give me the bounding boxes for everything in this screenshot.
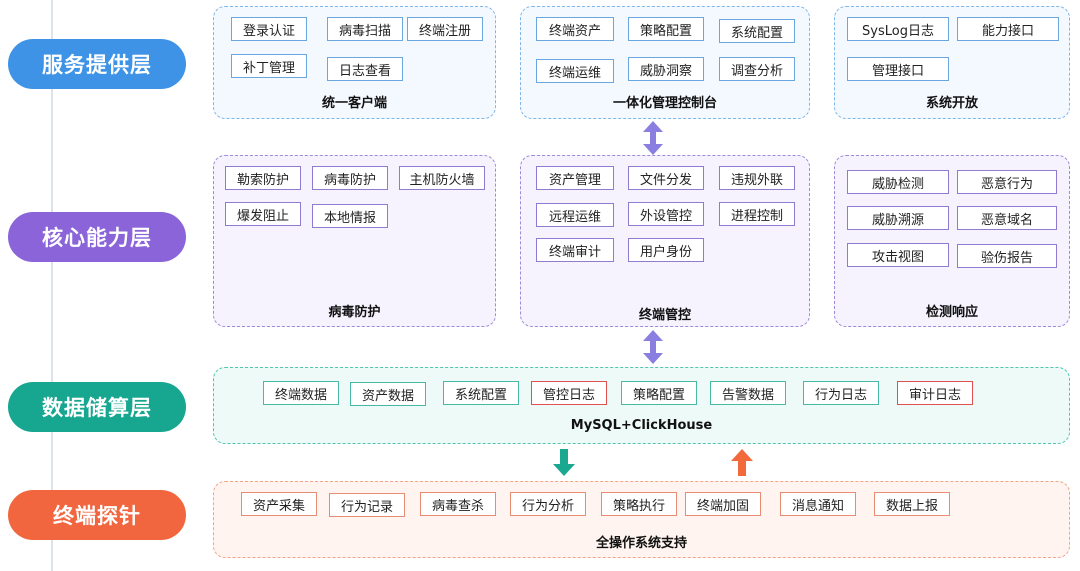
tag-terminal-data: 终端数据 — [263, 381, 339, 405]
tag-terminal-harden: 终端加固 — [685, 492, 761, 516]
tag-virus-kill: 病毒查杀 — [420, 492, 496, 516]
tag-behavior-record: 行为记录 — [329, 493, 405, 517]
terminal-control-box: 资产管理 文件分发 违规外联 远程运维 外设管控 进程控制 终端审计 用户身份 … — [520, 155, 810, 327]
tag-virus-scan: 病毒扫描 — [327, 17, 403, 41]
tag-threat-trace: 威胁溯源 — [847, 206, 949, 230]
tag-data-report: 数据上报 — [874, 492, 950, 516]
tag-host-firewall: 主机防火墙 — [399, 166, 485, 190]
up-arrow-probe-data-icon — [731, 449, 753, 476]
tag-syslog: SysLog日志 — [847, 17, 949, 41]
tag-local-intel: 本地情报 — [312, 204, 388, 228]
probe-layer-label: 终端探针 — [8, 490, 186, 540]
tag-asset-manage: 资产管理 — [536, 166, 614, 190]
tag-message-notify: 消息通知 — [780, 492, 856, 516]
tag-peripheral-control: 外设管控 — [628, 202, 704, 226]
tag-threat-insight: 威胁洞察 — [628, 57, 704, 81]
tag-audit-log: 审计日志 — [897, 381, 973, 405]
tag-threat-detect: 威胁检测 — [847, 170, 949, 194]
tag-control-log: 管控日志 — [531, 381, 607, 405]
tag-log-view: 日志查看 — [327, 57, 403, 81]
virus-protection-title: 病毒防护 — [328, 305, 381, 320]
tag-attack-view: 攻击视图 — [847, 243, 949, 267]
tag-policy-exec: 策略执行 — [601, 492, 677, 516]
tag-terminal-register: 终端注册 — [407, 17, 483, 41]
tag-data-system-config: 系统配置 — [443, 381, 519, 405]
tag-terminal-audit: 终端审计 — [536, 238, 614, 262]
tag-behavior-analysis: 行为分析 — [510, 492, 586, 516]
double-arrow-core-data-icon — [643, 330, 663, 364]
detect-response-box: 威胁检测 恶意行为 威胁溯源 恶意域名 攻击视图 验伤报告 检测响应 — [834, 155, 1070, 327]
timeline-axis — [51, 0, 53, 571]
terminal-probe-title: 全操作系统支持 — [595, 536, 687, 551]
tag-investigation: 调查分析 — [719, 57, 795, 81]
tag-data-policy-config: 策略配置 — [621, 381, 697, 405]
core-layer-label: 核心能力层 — [8, 212, 186, 262]
tag-policy-config: 策略配置 — [628, 17, 704, 41]
data-layer-label: 数据储算层 — [8, 382, 186, 432]
virus-protection-box: 勒索防护 病毒防护 主机防火墙 爆发阻止 本地情报 病毒防护 — [213, 155, 496, 327]
tag-asset-data: 资产数据 — [350, 382, 426, 406]
unified-client-box: 登录认证 病毒扫描 终端注册 补丁管理 日志查看 统一客户端 — [213, 6, 496, 119]
tag-damage-report: 验伤报告 — [957, 244, 1057, 268]
service-layer-label: 服务提供层 — [8, 39, 186, 89]
tag-patch-manage: 补丁管理 — [231, 54, 307, 78]
tag-terminal-asset: 终端资产 — [536, 17, 614, 41]
unified-client-title: 统一客户端 — [321, 96, 387, 111]
data-storage-title: MySQL+ClickHouse — [570, 418, 713, 433]
tag-malicious-domain: 恶意域名 — [957, 206, 1057, 230]
tag-system-config: 系统配置 — [719, 19, 795, 43]
tag-behavior-log: 行为日志 — [803, 381, 879, 405]
tag-alert-data: 告警数据 — [710, 381, 786, 405]
tag-ransom-protect: 勒索防护 — [225, 166, 301, 190]
terminal-probe-box: 资产采集 行为记录 病毒查杀 行为分析 策略执行 终端加固 消息通知 数据上报 … — [213, 481, 1070, 558]
management-console-title: 一体化管理控制台 — [612, 96, 717, 111]
tag-user-identity: 用户身份 — [628, 238, 704, 262]
management-console-box: 终端资产 策略配置 系统配置 终端运维 威胁洞察 调查分析 一体化管理控制台 — [520, 6, 810, 119]
system-open-title: 系统开放 — [925, 96, 978, 111]
tag-remote-ops: 远程运维 — [536, 203, 614, 227]
tag-asset-collect: 资产采集 — [241, 492, 317, 516]
tag-management-api: 管理接口 — [847, 57, 949, 81]
detect-response-title: 检测响应 — [925, 305, 978, 320]
tag-malicious-behavior: 恶意行为 — [957, 170, 1057, 194]
data-storage-box: 终端数据 资产数据 系统配置 管控日志 策略配置 告警数据 行为日志 审计日志 … — [213, 367, 1070, 444]
terminal-control-title: 终端管控 — [638, 308, 691, 323]
system-open-box: SysLog日志 能力接口 管理接口 系统开放 — [834, 6, 1070, 119]
tag-process-control: 进程控制 — [719, 202, 795, 226]
tag-file-dispatch: 文件分发 — [628, 166, 704, 190]
double-arrow-service-core-icon — [643, 121, 663, 155]
tag-outbreak-block: 爆发阻止 — [225, 202, 301, 226]
tag-virus-protect: 病毒防护 — [312, 166, 388, 190]
tag-illegal-outbound: 违规外联 — [719, 166, 795, 190]
down-arrow-data-probe-icon — [553, 449, 575, 476]
tag-terminal-ops: 终端运维 — [536, 59, 614, 83]
tag-capability-api: 能力接口 — [957, 17, 1059, 41]
tag-login-auth: 登录认证 — [231, 17, 307, 41]
